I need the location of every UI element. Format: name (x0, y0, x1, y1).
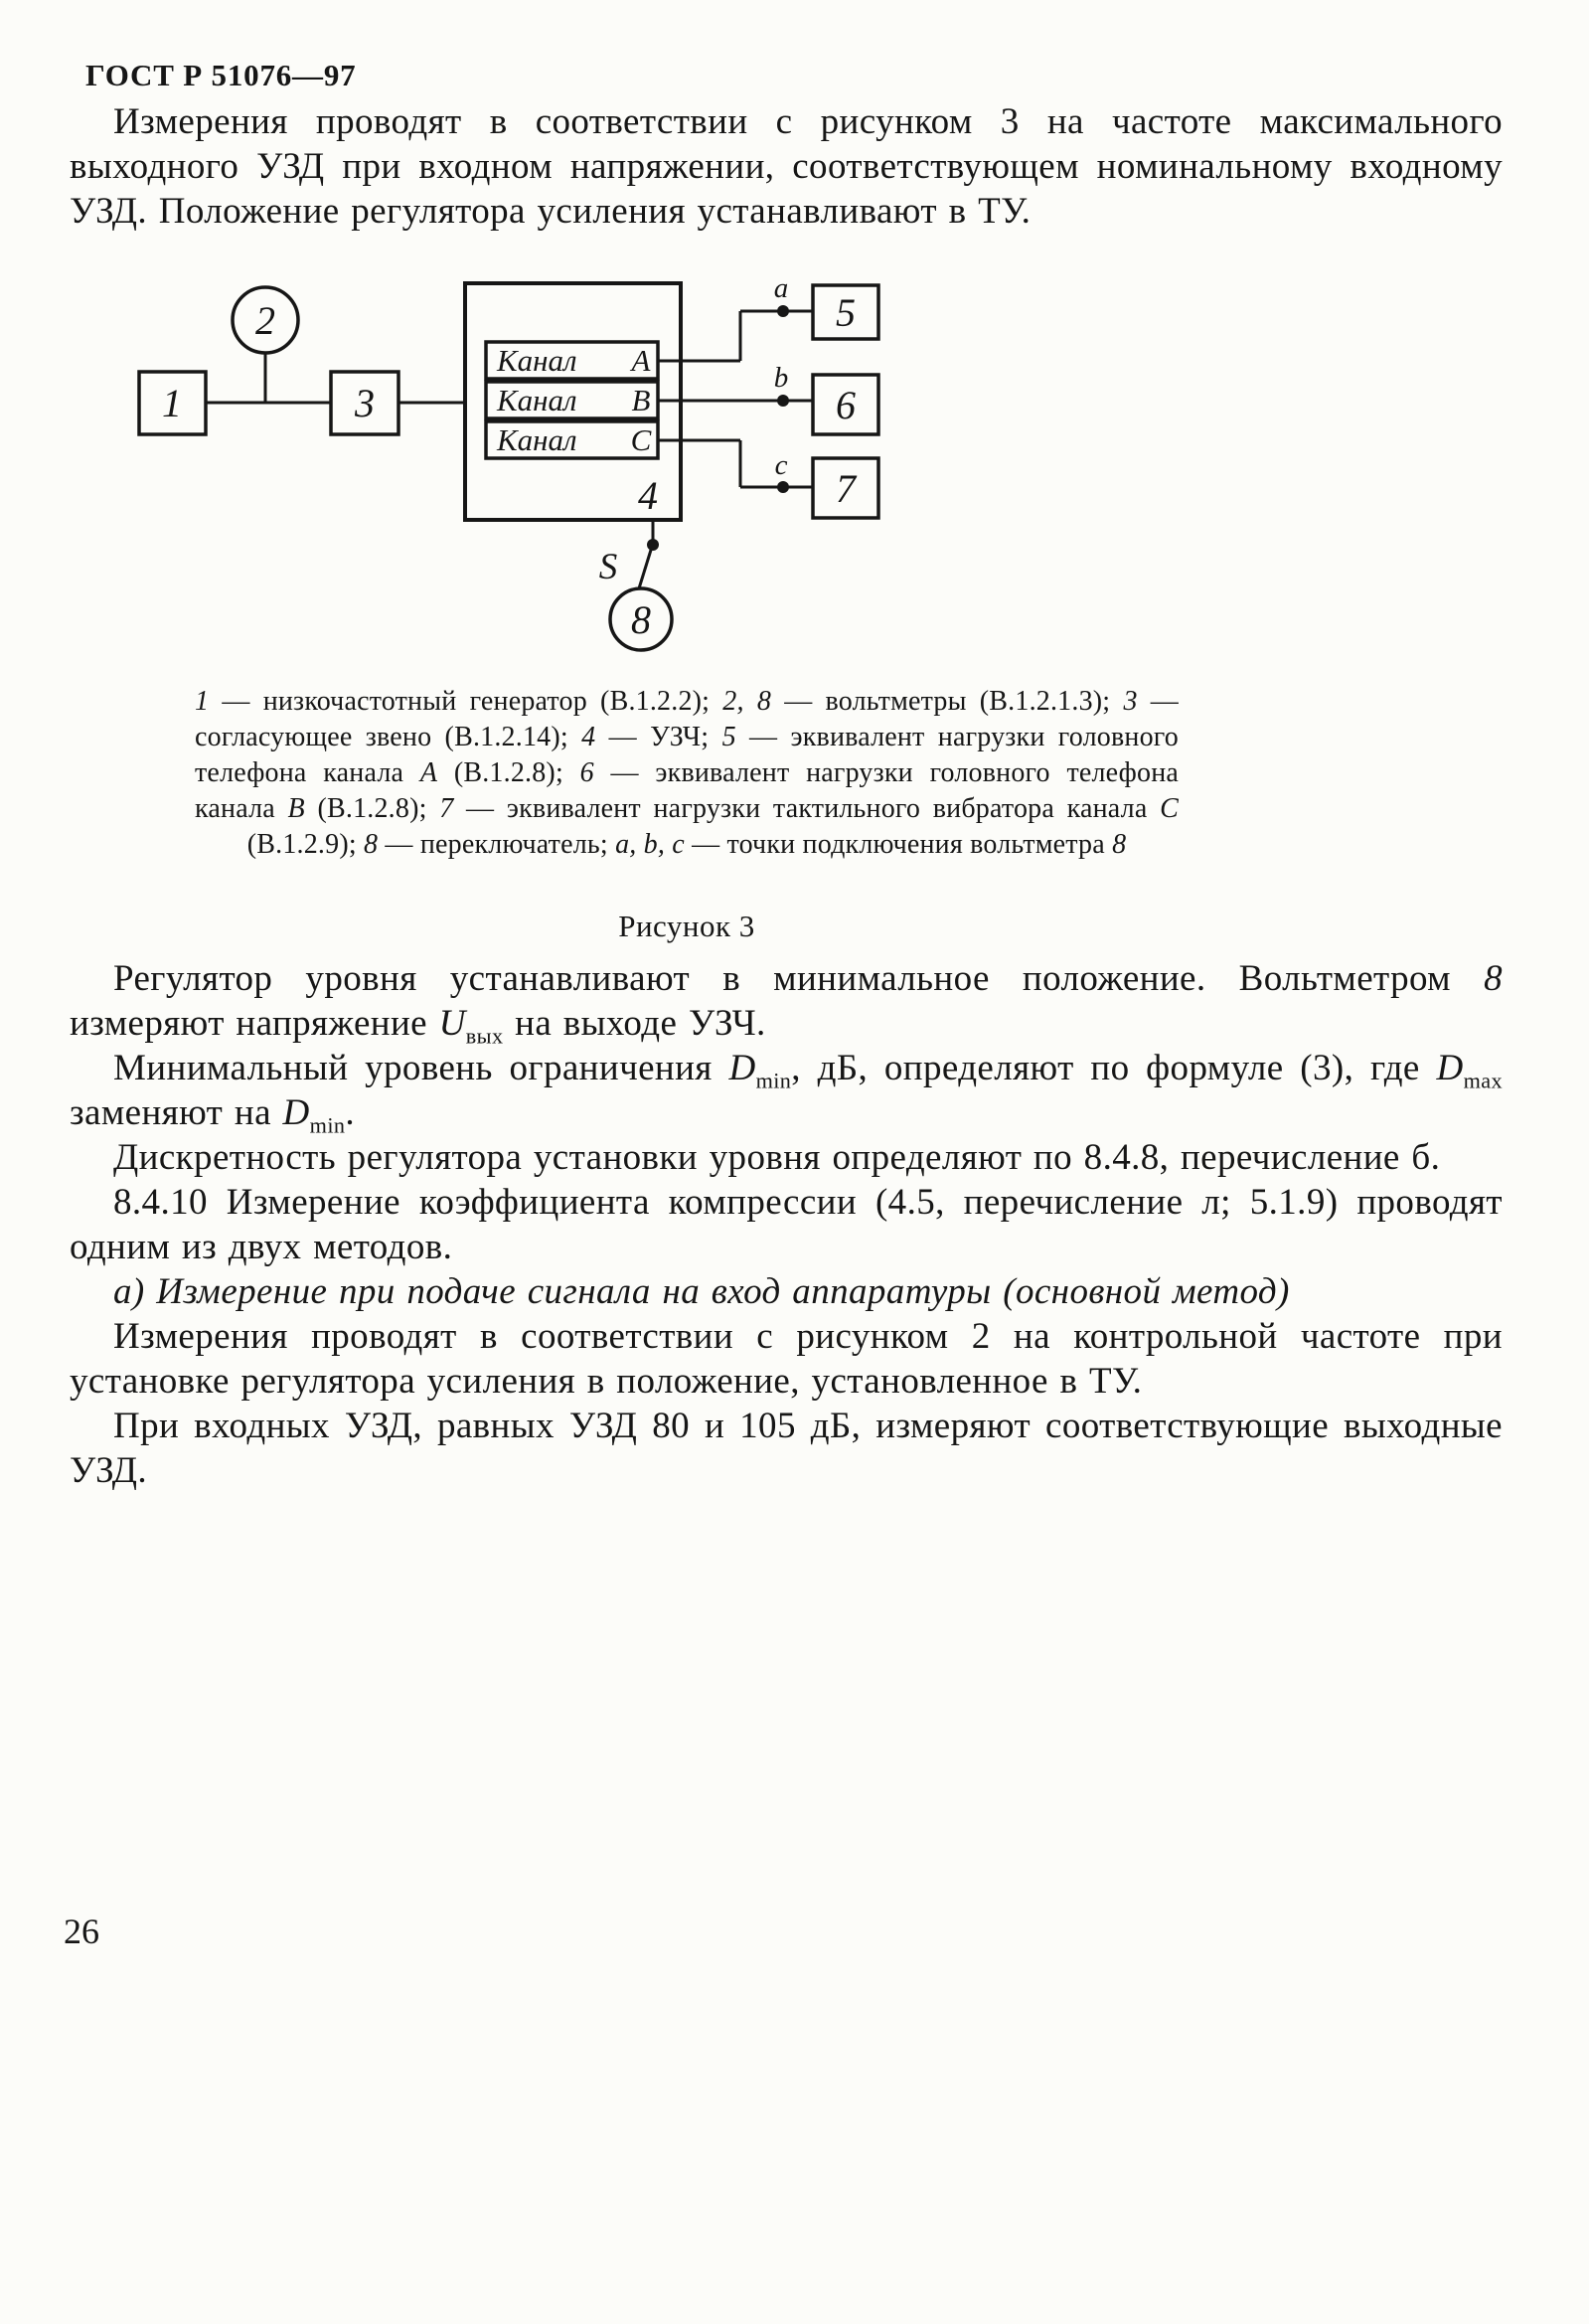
block-1-generator (137, 370, 208, 436)
block-7-load-channel-c (811, 456, 880, 520)
wires (206, 309, 813, 589)
figure-caption: Рисунок 3 (618, 909, 755, 943)
block-5-load-channel-a (811, 283, 880, 341)
channel-c-word: Канал (496, 422, 576, 457)
channel-c-box (484, 419, 660, 460)
switch-dot (647, 539, 659, 551)
paragraph-discreteness: Дискретность регулятора установки уровня… (113, 1137, 1441, 1178)
channel-a-box (484, 340, 660, 381)
point-b-dot (777, 395, 789, 407)
block-5-label: 5 (836, 290, 856, 335)
body-text: Регулятор уровня устанавливают в минимал… (70, 956, 1503, 1493)
block-2-label: 2 (255, 298, 275, 343)
block-1-label: 1 (162, 381, 182, 425)
block-8-label: 8 (631, 597, 651, 642)
switch-label: S (599, 547, 618, 587)
paragraph-uzd-levels: При входных УЗД, равных УЗД 80 и 105 дБ,… (70, 1406, 1503, 1491)
point-a-dot (777, 305, 789, 317)
block-6-load-channel-b (811, 373, 880, 436)
point-c-dot (777, 481, 789, 493)
channel-b-box (484, 380, 660, 420)
figure-legend: 1 — низкочастотный генератор (В.1.2.2); … (195, 686, 1180, 860)
channel-b-word: Канал (496, 383, 576, 417)
point-b-label: b (774, 362, 789, 394)
paragraph-method-a: а) Измерение при подаче сигнала на вход … (113, 1271, 1290, 1312)
block-4-label: 4 (638, 473, 658, 518)
block-8-voltmeter (608, 586, 674, 652)
paragraph-measure-fig2: Измерения проводят в соответствии с рису… (70, 1316, 1503, 1402)
paragraph-level-regulator: Регулятор уровня устанавливают в минимал… (70, 958, 1503, 1049)
block-7-label: 7 (836, 466, 858, 511)
channel-c-letter: C (631, 422, 652, 457)
block-3-matching-unit (329, 370, 400, 436)
point-c-label: c (775, 449, 788, 481)
figure-3-diagram: 1 2 3 4 5 6 7 8 S a b c Канал A Канал B … (137, 280, 880, 652)
block-3-label: 3 (354, 381, 375, 425)
block-4-uzch (463, 281, 683, 522)
point-a-label: a (774, 280, 789, 304)
paragraph-min-limit: Минимальный уровень ограничения Dmin, дБ… (70, 1048, 1503, 1138)
page-number: 26 (64, 1911, 99, 1951)
channel-a-letter: A (630, 343, 652, 378)
channel-b-letter: B (632, 383, 651, 417)
block-2-voltmeter (231, 285, 300, 355)
doc-number: ГОСТ Р 51076—97 (85, 58, 357, 92)
block-6-label: 6 (836, 383, 856, 427)
paragraph-clause-8-4-10: 8.4.10 Измерение коэффициента компрессии… (70, 1182, 1503, 1267)
intro-paragraph: Измерения проводят в соответствии с рису… (70, 101, 1503, 232)
figure-3: 1 2 3 4 5 6 7 8 S a b c Канал A Канал B … (0, 280, 1589, 660)
channel-a-word: Канал (496, 343, 576, 378)
